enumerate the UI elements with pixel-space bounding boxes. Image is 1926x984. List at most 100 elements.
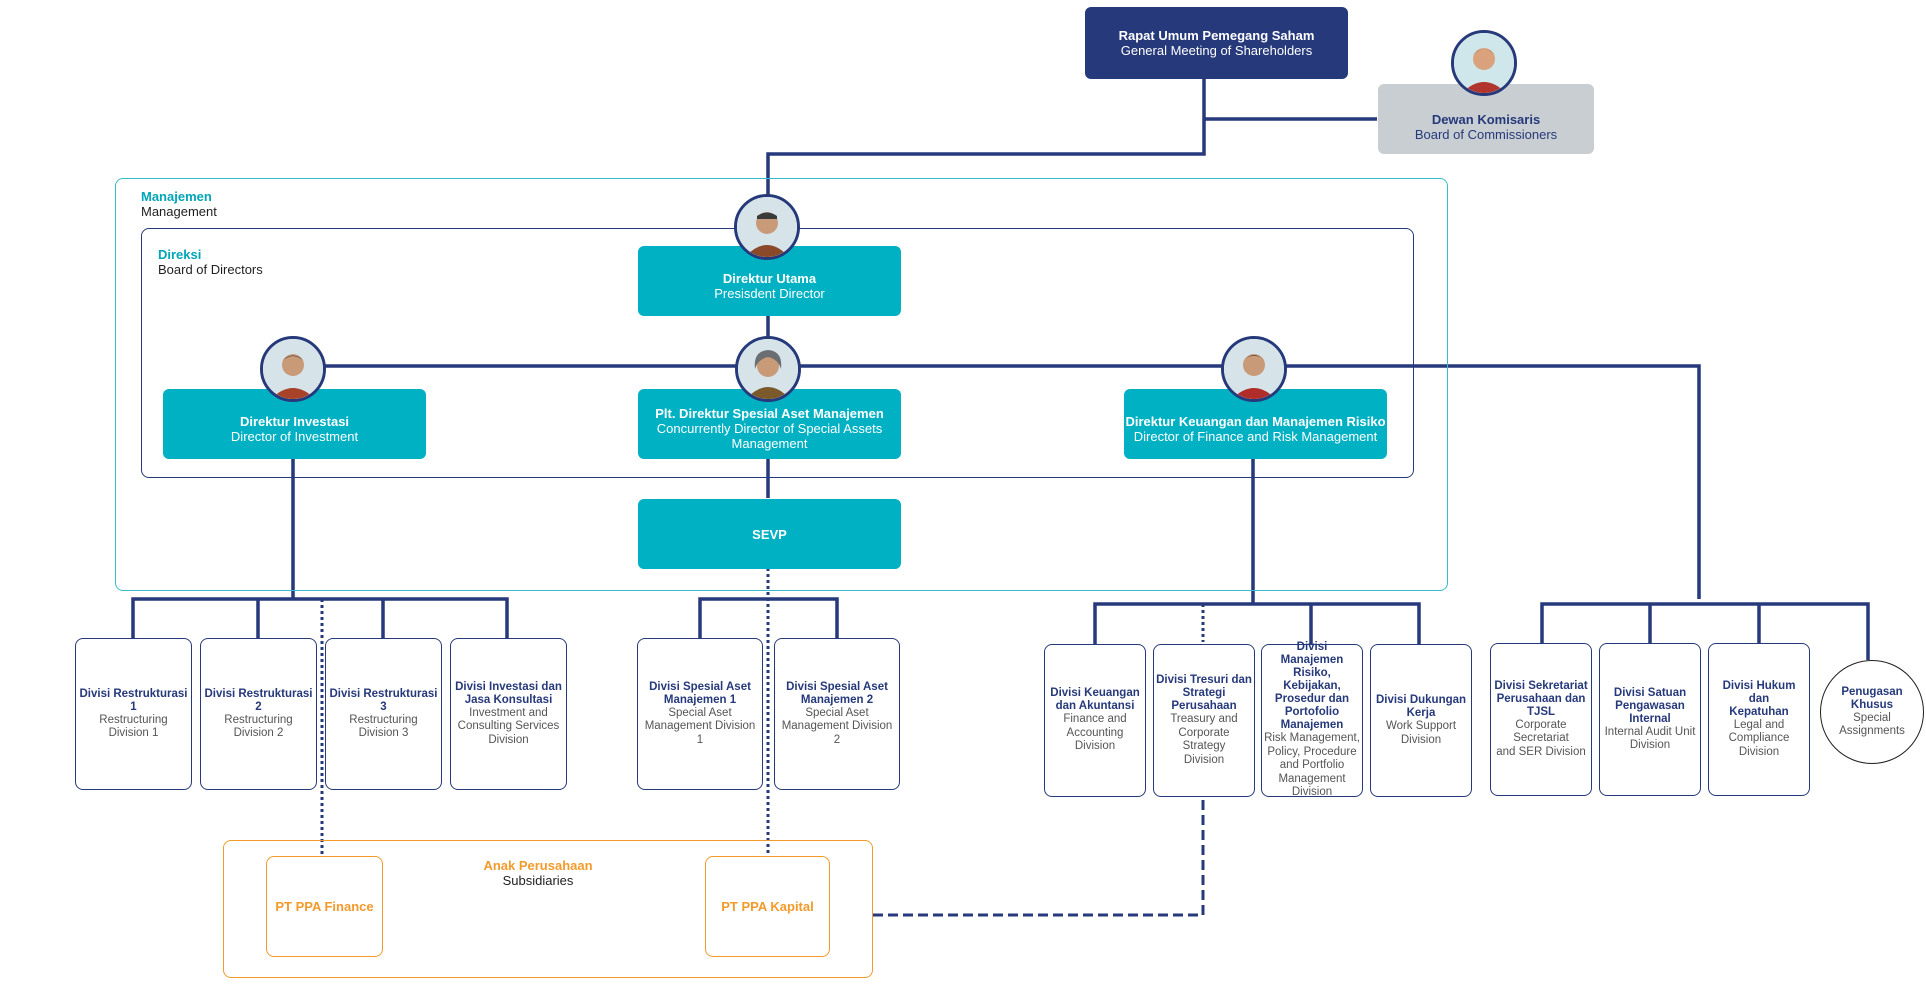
risk-subtitle-4: Management <box>1278 772 1346 785</box>
invest-consult-title-1: Divisi Investasi dan <box>455 680 562 693</box>
finance-director-avatar <box>1221 336 1287 402</box>
division-restructuring-3: Divisi Restrukturasi 3 Restructuring Div… <box>325 638 442 790</box>
division-work-support: Divisi Dukungan Kerja Work Support Divis… <box>1370 644 1472 797</box>
special-subtitle-2: Assignments <box>1839 725 1905 737</box>
special-assets-director-box: Plt. Direktur Spesial Aset Manajemen Con… <box>638 389 901 459</box>
sam1-subtitle-2: Management Division 1 <box>644 720 756 746</box>
gms-subtitle: General Meeting of Shareholders <box>1120 43 1313 58</box>
sam2-title-1: Divisi Spesial Aset <box>786 680 888 693</box>
special-title-1: Penugasan <box>1841 685 1903 698</box>
special-assignments-circle: Penugasan Khusus Special Assignments <box>1820 660 1924 764</box>
line-right-branch <box>1540 602 1870 660</box>
commissioner-avatar <box>1451 30 1517 96</box>
directors-subtitle: Board of Directors <box>158 262 263 277</box>
special-assets-director-subtitle-1: Concurrently Director of Special Assets <box>656 420 883 436</box>
sam2-subtitle-2: Management Division 2 <box>781 720 893 746</box>
division-investment-consulting: Divisi Investasi dan Jasa Konsultasi Inv… <box>450 638 567 790</box>
legal-subtitle-1: Legal and <box>1733 718 1785 731</box>
ppa-finance-title: PT PPA Finance <box>275 899 374 914</box>
commissioners-title: Dewan Komisaris <box>1431 112 1541 127</box>
restr1-subtitle: Restructuring Division 1 <box>99 713 168 740</box>
invest-consult-title-2: Jasa Konsultasi <box>464 693 553 706</box>
restr3-title: Divisi Restrukturasi 3 <box>329 687 438 713</box>
special-assets-director-title: Plt. Direktur Spesial Aset Manajemen <box>655 405 884 421</box>
risk-subtitle-2: Policy, Procedure <box>1267 745 1357 758</box>
line-dashed-subsidiary <box>873 797 1205 917</box>
finance-director-title: Direktur Keuangan dan Manajemen Risiko <box>1125 414 1386 429</box>
sam2-title-2: Manajemen 2 <box>800 693 874 706</box>
line-investment-branch <box>131 597 509 638</box>
management-title: Manajemen <box>141 189 212 204</box>
treasury-title-2: Strategi Perusahaan <box>1171 687 1237 712</box>
audit-subtitle-2: Division <box>1629 739 1671 751</box>
finance-director-subtitle: Director of Finance and Risk Management <box>1133 429 1378 444</box>
investment-director-avatar <box>260 336 326 402</box>
treasury-title-1: Divisi Tresuri dan <box>1156 674 1252 686</box>
legal-title-1: Divisi Hukum dan <box>1722 679 1796 705</box>
management-frame <box>115 178 1448 591</box>
division-internal-audit: Divisi Satuan Pengawasan Internal Intern… <box>1599 643 1701 796</box>
audit-subtitle-1: Internal Audit Unit <box>1604 725 1696 738</box>
legal-title-2: Kepatuhan <box>1729 705 1789 718</box>
invest-consult-subtitle-3: Division <box>488 733 529 746</box>
subsidiaries-frame <box>223 840 873 978</box>
sam2-subtitle-1: Special Aset <box>805 706 869 719</box>
treasury-subtitle-3: Division <box>1183 753 1225 766</box>
sam1-subtitle-1: Special Aset <box>668 706 732 719</box>
division-finance-accounting: Divisi Keuangan dan Akuntansi Finance an… <box>1044 644 1146 797</box>
special-subtitle-1: Special <box>1853 711 1891 724</box>
work-support-subtitle-1: Work Support <box>1385 720 1457 732</box>
risk-title-3: Prosedur dan <box>1274 693 1350 706</box>
gms-title: Rapat Umum Pemegang Saham <box>1118 28 1315 43</box>
line-finance-branch <box>1093 602 1421 644</box>
sevp-title: SEVP <box>752 526 787 542</box>
management-label: Manajemen Management <box>141 189 217 219</box>
finance-title-2: dan Akuntansi <box>1055 700 1135 713</box>
directors-label: Direksi Board of Directors <box>158 247 263 277</box>
special-title-2: Khusus <box>1850 698 1894 711</box>
division-special-assets-1: Divisi Spesial Aset Manajemen 1 Special … <box>637 638 763 790</box>
secretariat-title-1: Divisi Sekretariat <box>1494 679 1588 692</box>
subsidiaries-subtitle: Subsidiaries <box>502 873 574 888</box>
subsidiary-ppa-finance: PT PPA Finance <box>266 856 383 957</box>
finance-subtitle-1: Finance and <box>1063 713 1127 726</box>
commissioners-box: Dewan Komisaris Board of Commissioners <box>1378 84 1594 154</box>
finance-title-1: Divisi Keuangan <box>1050 687 1140 700</box>
risk-title-5: Manajemen <box>1280 719 1344 732</box>
work-support-subtitle-2: Division <box>1400 733 1442 746</box>
risk-subtitle-1: Risk Management, <box>1264 732 1360 745</box>
gms-box: Rapat Umum Pemegang Saham General Meetin… <box>1085 7 1348 79</box>
restr2-title: Divisi Restrukturasi 2 <box>204 687 313 713</box>
restr3-subtitle: Restructuring Division 3 <box>349 713 418 740</box>
audit-title-1: Divisi Satuan <box>1613 686 1687 699</box>
line-gms-down <box>766 78 1206 197</box>
finance-subtitle-2: Accounting Division <box>1066 726 1124 753</box>
risk-title-2: Risiko, Kebijakan, <box>1283 667 1341 693</box>
subsidiary-ppa-kapital: PT PPA Kapital <box>705 856 830 957</box>
directors-title: Direksi <box>158 247 202 262</box>
sam1-title-1: Divisi Spesial Aset <box>649 680 751 693</box>
secretariat-subtitle-2: and SER Division <box>1496 745 1586 758</box>
division-legal-compliance: Divisi Hukum dan Kepatuhan Legal and Com… <box>1708 643 1810 796</box>
secretariat-subtitle-1: Corporate Secretariat <box>1513 718 1569 745</box>
commissioners-subtitle: Board of Commissioners <box>1414 127 1558 142</box>
division-risk-management: Divisi Manajemen Risiko, Kebijakan, Pros… <box>1261 641 1363 799</box>
president-subtitle: Presisdent Director <box>714 286 825 301</box>
risk-title-4: Portofolio <box>1284 706 1340 719</box>
subsidiaries-title: Anak Perusahaan <box>483 858 593 873</box>
special-assets-director-avatar <box>735 336 801 402</box>
special-assets-director-subtitle-2: Management <box>731 435 808 451</box>
risk-title-1: Divisi Manajemen <box>1280 641 1344 667</box>
president-title: Direktur Utama <box>722 271 817 286</box>
ppa-kapital-title: PT PPA Kapital <box>721 899 814 914</box>
division-treasury-strategy: Divisi Tresuri dan Strategi Perusahaan T… <box>1153 644 1255 797</box>
division-restructuring-2: Divisi Restrukturasi 2 Restructuring Div… <box>200 638 317 790</box>
audit-title-2: Pengawasan Internal <box>1615 699 1685 725</box>
treasury-subtitle-1: Treasury and <box>1170 713 1238 725</box>
sevp-box: SEVP <box>638 499 901 569</box>
division-corporate-secretariat: Divisi Sekretariat Perusahaan dan TJSL C… <box>1490 643 1592 796</box>
division-restructuring-1: Divisi Restrukturasi 1 Restructuring Div… <box>75 638 192 790</box>
risk-subtitle-5: Division <box>1291 786 1333 799</box>
restr2-subtitle: Restructuring Division 2 <box>224 713 293 740</box>
investment-director-box: Direktur Investasi Director of Investmen… <box>163 389 426 459</box>
